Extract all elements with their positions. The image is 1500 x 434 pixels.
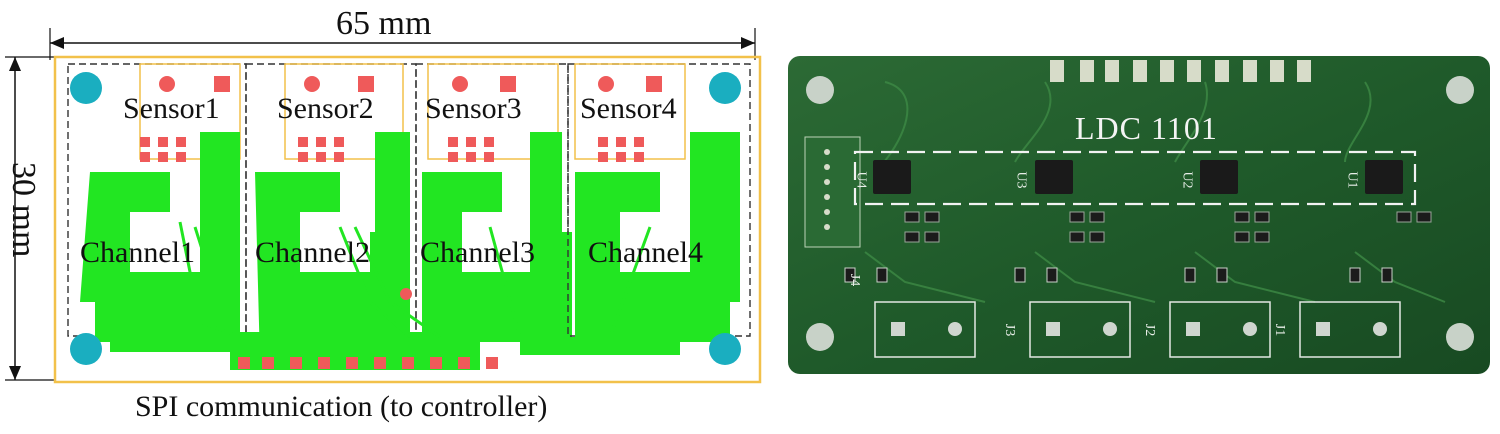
pcb-photo bbox=[788, 56, 1490, 374]
silk-u4: U4 bbox=[853, 171, 869, 189]
silk-j3: J3 bbox=[1002, 323, 1018, 337]
board-outline bbox=[53, 55, 762, 384]
pcb-substrate bbox=[788, 56, 1490, 374]
channel-block-1 bbox=[67, 63, 247, 365]
sensor-label-2: Sensor2 bbox=[277, 92, 374, 125]
pcb-board-drawing bbox=[53, 55, 762, 384]
channel-label-2: Channel2 bbox=[255, 236, 370, 269]
silk-u1: U1 bbox=[1344, 171, 1360, 189]
ldc-chip-label: LDC 1101 bbox=[1075, 110, 1218, 146]
silk-j2: J2 bbox=[1142, 323, 1158, 337]
silk-u3: U3 bbox=[1013, 171, 1029, 189]
width-dimension-label: 65 mm bbox=[336, 5, 432, 42]
ldc-dashed-box bbox=[853, 150, 1417, 206]
silk-j1: J1 bbox=[1272, 323, 1288, 337]
spi-header-pads bbox=[230, 332, 680, 370]
channel-label-1: Channel1 bbox=[80, 236, 195, 269]
dimension-lines bbox=[5, 28, 756, 381]
silk-j4: J4 bbox=[847, 273, 863, 287]
channel-block-3 bbox=[415, 63, 572, 342]
channel-label-3: Channel3 bbox=[420, 236, 535, 269]
channel-block-2 bbox=[245, 63, 417, 362]
sensor-label-4: Sensor4 bbox=[580, 92, 677, 125]
channel-label-4: Channel4 bbox=[588, 236, 703, 269]
top-header bbox=[1050, 60, 1311, 82]
channel-block-4 bbox=[567, 63, 751, 365]
ldc-chips bbox=[873, 160, 1403, 194]
bottom-connectors bbox=[874, 301, 1401, 358]
height-dimension-label: 30 mm bbox=[5, 162, 42, 258]
traces bbox=[178, 221, 652, 339]
sensor-label-1: Sensor1 bbox=[123, 92, 220, 125]
spi-caption: SPI communication (to controller) bbox=[135, 390, 548, 423]
sensor-label-3: Sensor3 bbox=[425, 92, 522, 125]
silk-u2: U2 bbox=[1179, 171, 1195, 189]
